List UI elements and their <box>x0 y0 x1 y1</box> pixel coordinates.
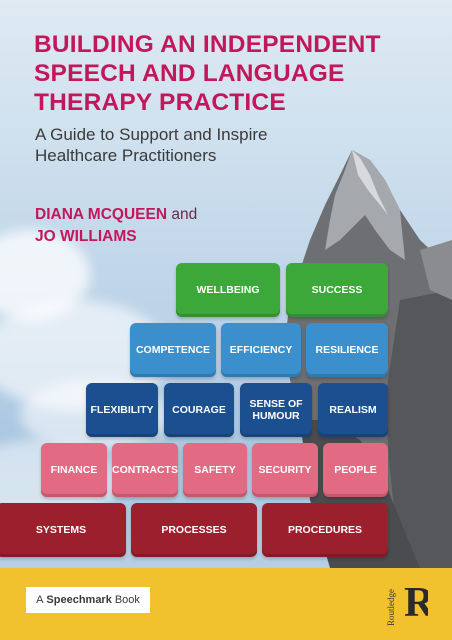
svg-text:R: R <box>404 580 428 622</box>
badge-prefix: A <box>36 594 44 606</box>
author-1: DIANA MCQUEEN <box>35 206 168 223</box>
speechmark-badge: A Speechmark Book <box>26 587 150 613</box>
block-competence: COMPETENCE <box>130 323 216 377</box>
routledge-wordmark: Routledge <box>386 589 396 626</box>
badge-suffix: Book <box>114 594 140 606</box>
block-finance: FINANCE <box>41 443 107 497</box>
book-title: BUILDING AN INDEPENDENT SPEECH AND LANGU… <box>34 31 381 116</box>
book-subtitle: A Guide to Support and Inspire Healthcar… <box>35 125 268 165</box>
block-wellbeing: WELLBEING <box>176 263 280 317</box>
block-people: PEOPLE <box>323 443 388 497</box>
author-conjunction: and <box>171 206 198 223</box>
block-resilience: RESILIENCE <box>306 323 388 377</box>
block-safety: SAFETY <box>183 443 247 497</box>
block-realism: REALISM <box>318 383 388 437</box>
block-systems: SYSTEMS <box>0 503 126 557</box>
block-flexibility: FLEXIBILITY <box>86 383 158 437</box>
block-success: SUCCESS <box>286 263 388 317</box>
block-sense-of-humour: SENSE OF HUMOUR <box>240 383 312 437</box>
svg-text:Routledge: Routledge <box>386 589 396 626</box>
block-processes: PROCESSES <box>131 503 257 557</box>
block-courage: COURAGE <box>164 383 234 437</box>
routledge-logo-icon: R <box>402 576 435 626</box>
badge-brand: Speechmark <box>46 594 112 606</box>
author-2: JO WILLIAMS <box>35 228 137 245</box>
block-contracts: CONTRACTS <box>112 443 178 497</box>
block-efficiency: EFFICIENCY <box>221 323 301 377</box>
block-procedures: PROCEDURES <box>262 503 388 557</box>
block-security: SECURITY <box>252 443 318 497</box>
book-authors: DIANA MCQUEEN and JO WILLIAMS <box>35 204 295 248</box>
